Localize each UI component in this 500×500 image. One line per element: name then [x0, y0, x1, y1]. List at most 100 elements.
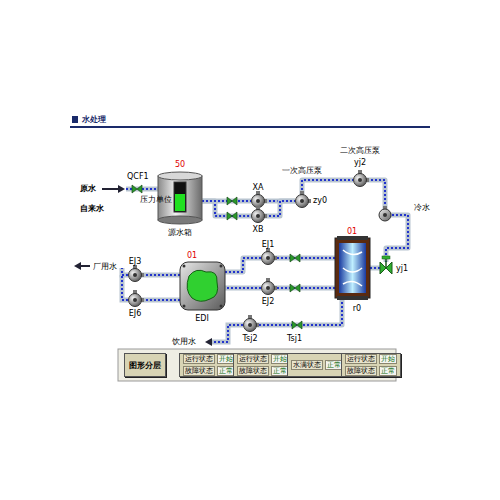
- screen-title: 水处理: [82, 115, 106, 124]
- pump-symbol: [379, 206, 391, 221]
- valve-symbol: [227, 197, 237, 205]
- tank-symbol: [158, 172, 202, 180]
- water-pipe: [257, 298, 342, 325]
- pump-symbol: [248, 323, 252, 327]
- callout-number: 01: [347, 227, 357, 236]
- valve-symbol: [290, 284, 300, 292]
- valve-unit: yj1: [380, 262, 392, 274]
- pump-symbol: [379, 209, 391, 221]
- pump-unit: 二次高压泵yj2: [353, 173, 367, 187]
- inlet-arrow: [102, 188, 118, 190]
- water-pipe: [202, 201, 251, 216]
- ro-symbol: [343, 250, 362, 286]
- flow-label: 自来水: [80, 204, 104, 213]
- pump-symbol: [256, 199, 260, 203]
- pump-unit: EJ2: [261, 281, 275, 295]
- valve-symbol: [382, 256, 390, 259]
- pump-symbol: [251, 209, 265, 223]
- pump-unit: EJ1: [261, 251, 275, 265]
- inlet-arrow: [102, 185, 125, 193]
- plant-water-pipe: [74, 262, 81, 270]
- water-pipe: [142, 299, 180, 301]
- status-label: 故障状态: [345, 366, 377, 376]
- pump-symbol: [266, 286, 270, 290]
- water-pipe: [367, 180, 408, 262]
- water-pipe: [275, 257, 335, 258]
- pump-symbol: [256, 214, 260, 218]
- pump-symbol: [251, 194, 265, 208]
- title-rule: [70, 126, 430, 128]
- pump-symbol: [296, 195, 309, 208]
- pump-symbol: [358, 178, 362, 182]
- equipment-label: Tsj2: [242, 334, 257, 343]
- ro-unit: 01r0: [335, 238, 370, 298]
- title-icon: [72, 116, 78, 123]
- plant-water-pipe: [122, 268, 128, 275]
- status-label: 运行状态: [345, 354, 377, 364]
- water-pipe: [275, 287, 335, 288]
- pump-symbol: [262, 252, 275, 265]
- flow-label: QCF1: [127, 172, 149, 181]
- valve-symbol: [292, 321, 302, 329]
- flow-label: 厂用水: [93, 262, 117, 271]
- pump-symbol: [244, 319, 257, 332]
- valve-symbol: [290, 254, 300, 262]
- pump-symbol: [252, 210, 265, 223]
- water-pipe: [225, 258, 261, 272]
- pump-symbol: [128, 293, 142, 307]
- water-pipe: [367, 180, 408, 262]
- edi-symbol: [180, 262, 225, 310]
- water-pipe: [225, 288, 261, 289]
- edi-symbol: [220, 305, 223, 308]
- valve-symbol: [292, 321, 302, 329]
- pump-symbol: [261, 281, 275, 295]
- pump-symbol: [243, 318, 257, 332]
- ro-symbol: [335, 238, 370, 298]
- plant-water-pipe: [74, 262, 128, 300]
- pump-unit: 一次高压泵zy0: [295, 194, 309, 208]
- valve-symbol: [385, 258, 387, 268]
- water-pipe: [367, 180, 408, 262]
- drinking-water-pipe: [212, 325, 243, 342]
- flow-label: 冷水: [414, 203, 430, 212]
- flow-label: 压力单位: [140, 195, 172, 204]
- callout-number: 50: [175, 160, 185, 169]
- status-label: 运行状态: [183, 354, 215, 364]
- status-box: 水满状态正常: [287, 353, 347, 377]
- edi-symbol: [220, 265, 223, 268]
- water-pipe: [265, 201, 295, 216]
- water-pipe: [275, 287, 335, 289]
- pump-symbol: [354, 174, 367, 187]
- water-pipe: [142, 273, 180, 278]
- equipment-label: EJ6: [129, 309, 142, 318]
- water-pipe: [225, 286, 261, 291]
- drinking-water-pipe: [205, 325, 243, 346]
- valve-symbol: [290, 254, 300, 262]
- tank-symbol: [174, 182, 186, 212]
- pump-unit: XA: [251, 194, 265, 208]
- equipment-label: XA: [253, 183, 264, 192]
- water-pipe: [275, 257, 335, 259]
- drinking-water-pipe: [205, 338, 212, 346]
- equipment-label: 一次高压泵: [282, 166, 322, 175]
- ro-symbol: [337, 296, 368, 300]
- valve-symbol: [132, 185, 142, 193]
- pump-unit: XB: [251, 209, 265, 223]
- water-pipe: [142, 300, 180, 301]
- equipment-label: EJ2: [262, 297, 275, 306]
- status-box: 运行状态开始故障状态正常: [341, 353, 401, 377]
- pump-unit: Tsj2: [243, 318, 257, 332]
- plant-water-pipe: [80, 265, 90, 267]
- pump-unit: EJ3: [128, 268, 142, 282]
- pump-symbol: [295, 194, 309, 208]
- ro-symbol: [339, 243, 366, 293]
- equipment-label: yj2: [354, 158, 366, 167]
- valve-symbol: [380, 262, 392, 274]
- water-pipe: [302, 180, 353, 194]
- edi-unit: 01EDI: [180, 262, 225, 310]
- ro-symbol: [337, 236, 368, 240]
- tank-symbol: [175, 194, 185, 211]
- edi-symbol: [183, 265, 186, 268]
